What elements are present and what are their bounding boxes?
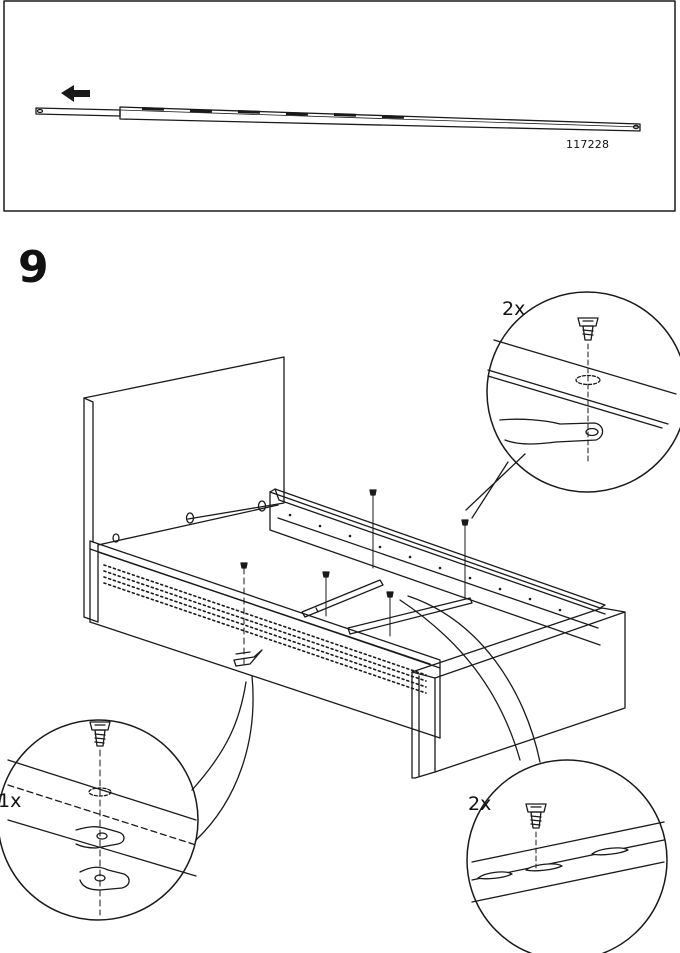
detail-circle-bottom-right bbox=[399, 595, 668, 953]
screw-icon bbox=[89, 721, 111, 916]
slat-rail bbox=[35, 106, 641, 132]
screw-icon bbox=[322, 571, 330, 617]
screw-icon bbox=[240, 562, 248, 665]
screw-icon bbox=[386, 591, 394, 637]
top-panel bbox=[3, 0, 676, 212]
bed-frame bbox=[83, 356, 626, 779]
part-number-label: 117228 bbox=[566, 138, 610, 151]
screw-icon bbox=[577, 317, 599, 465]
detail-circle-top-right bbox=[465, 291, 680, 519]
screw-icon bbox=[369, 489, 377, 569]
detail-circle-bottom-left bbox=[0, 675, 254, 921]
screw-icon bbox=[461, 519, 469, 599]
step-number: 9 bbox=[18, 242, 49, 293]
quantity-label-top-right: 2x bbox=[502, 298, 526, 320]
quantity-label-bottom-right: 2x bbox=[468, 793, 492, 815]
screw-icon bbox=[525, 803, 547, 869]
quantity-label-bottom-left: 1x bbox=[0, 790, 22, 812]
left-arrow-icon bbox=[61, 85, 90, 102]
